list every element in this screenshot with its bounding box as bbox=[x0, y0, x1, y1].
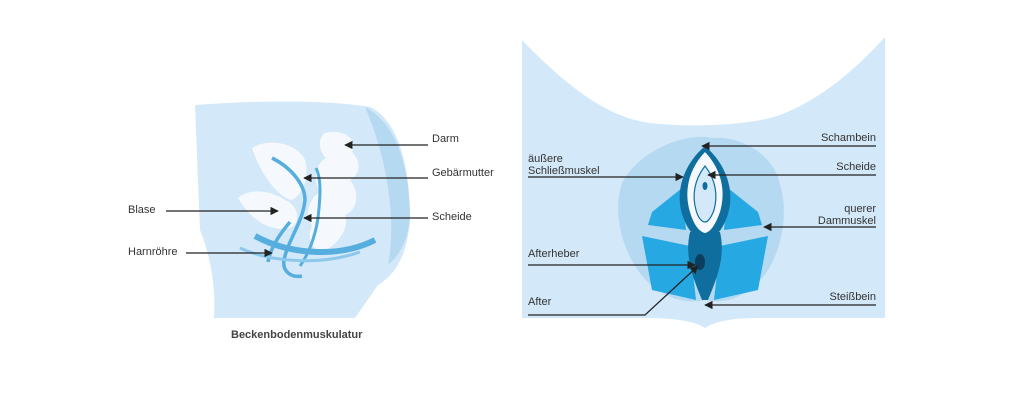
side-view-figure bbox=[195, 101, 410, 319]
label-aeussere-line2: Schließmuskel bbox=[528, 165, 600, 177]
label-querer-line1: querer bbox=[844, 203, 876, 215]
leader-after bbox=[528, 265, 699, 316]
label-gebaermutter: Gebärmutter bbox=[432, 167, 494, 179]
uterus-shape bbox=[252, 142, 307, 200]
label-harnroehre: Harnröhre bbox=[128, 246, 178, 258]
label-steissbein: Steißbein bbox=[829, 291, 876, 303]
perineal-center-column bbox=[688, 232, 722, 300]
vagina-tube bbox=[271, 156, 307, 279]
vulva-inner bbox=[693, 165, 717, 223]
caption-beckenbodenmuskulatur: Beckenbodenmuskulatur bbox=[231, 329, 363, 341]
label-after: After bbox=[528, 296, 552, 308]
label-scheide-right: Scheide bbox=[836, 161, 876, 173]
pelvic-floor-sling bbox=[253, 233, 377, 255]
levator-ani-right bbox=[714, 236, 768, 300]
bladder-shape bbox=[238, 191, 298, 229]
label-afterheber: Afterheber bbox=[528, 248, 580, 260]
label-schambein: Schambein bbox=[820, 132, 876, 144]
levator-ani-left bbox=[642, 236, 696, 300]
bottom-view-leaders bbox=[528, 141, 876, 316]
transverse-perineal-left bbox=[648, 188, 686, 230]
transverse-perineal-right bbox=[724, 188, 762, 230]
side-view-leaders bbox=[166, 140, 428, 258]
label-darm: Darm bbox=[432, 133, 459, 145]
label-scheide-left: Scheide bbox=[432, 211, 472, 223]
body-back-shade bbox=[365, 107, 410, 265]
intestine-shape bbox=[308, 131, 359, 252]
label-querer-line2: Dammuskel bbox=[817, 215, 876, 227]
vaginal-opening bbox=[702, 182, 708, 190]
bottom-view-figure bbox=[522, 37, 885, 328]
label-aeussere-line1: äußere bbox=[528, 153, 563, 165]
label-blase: Blase bbox=[128, 204, 156, 216]
